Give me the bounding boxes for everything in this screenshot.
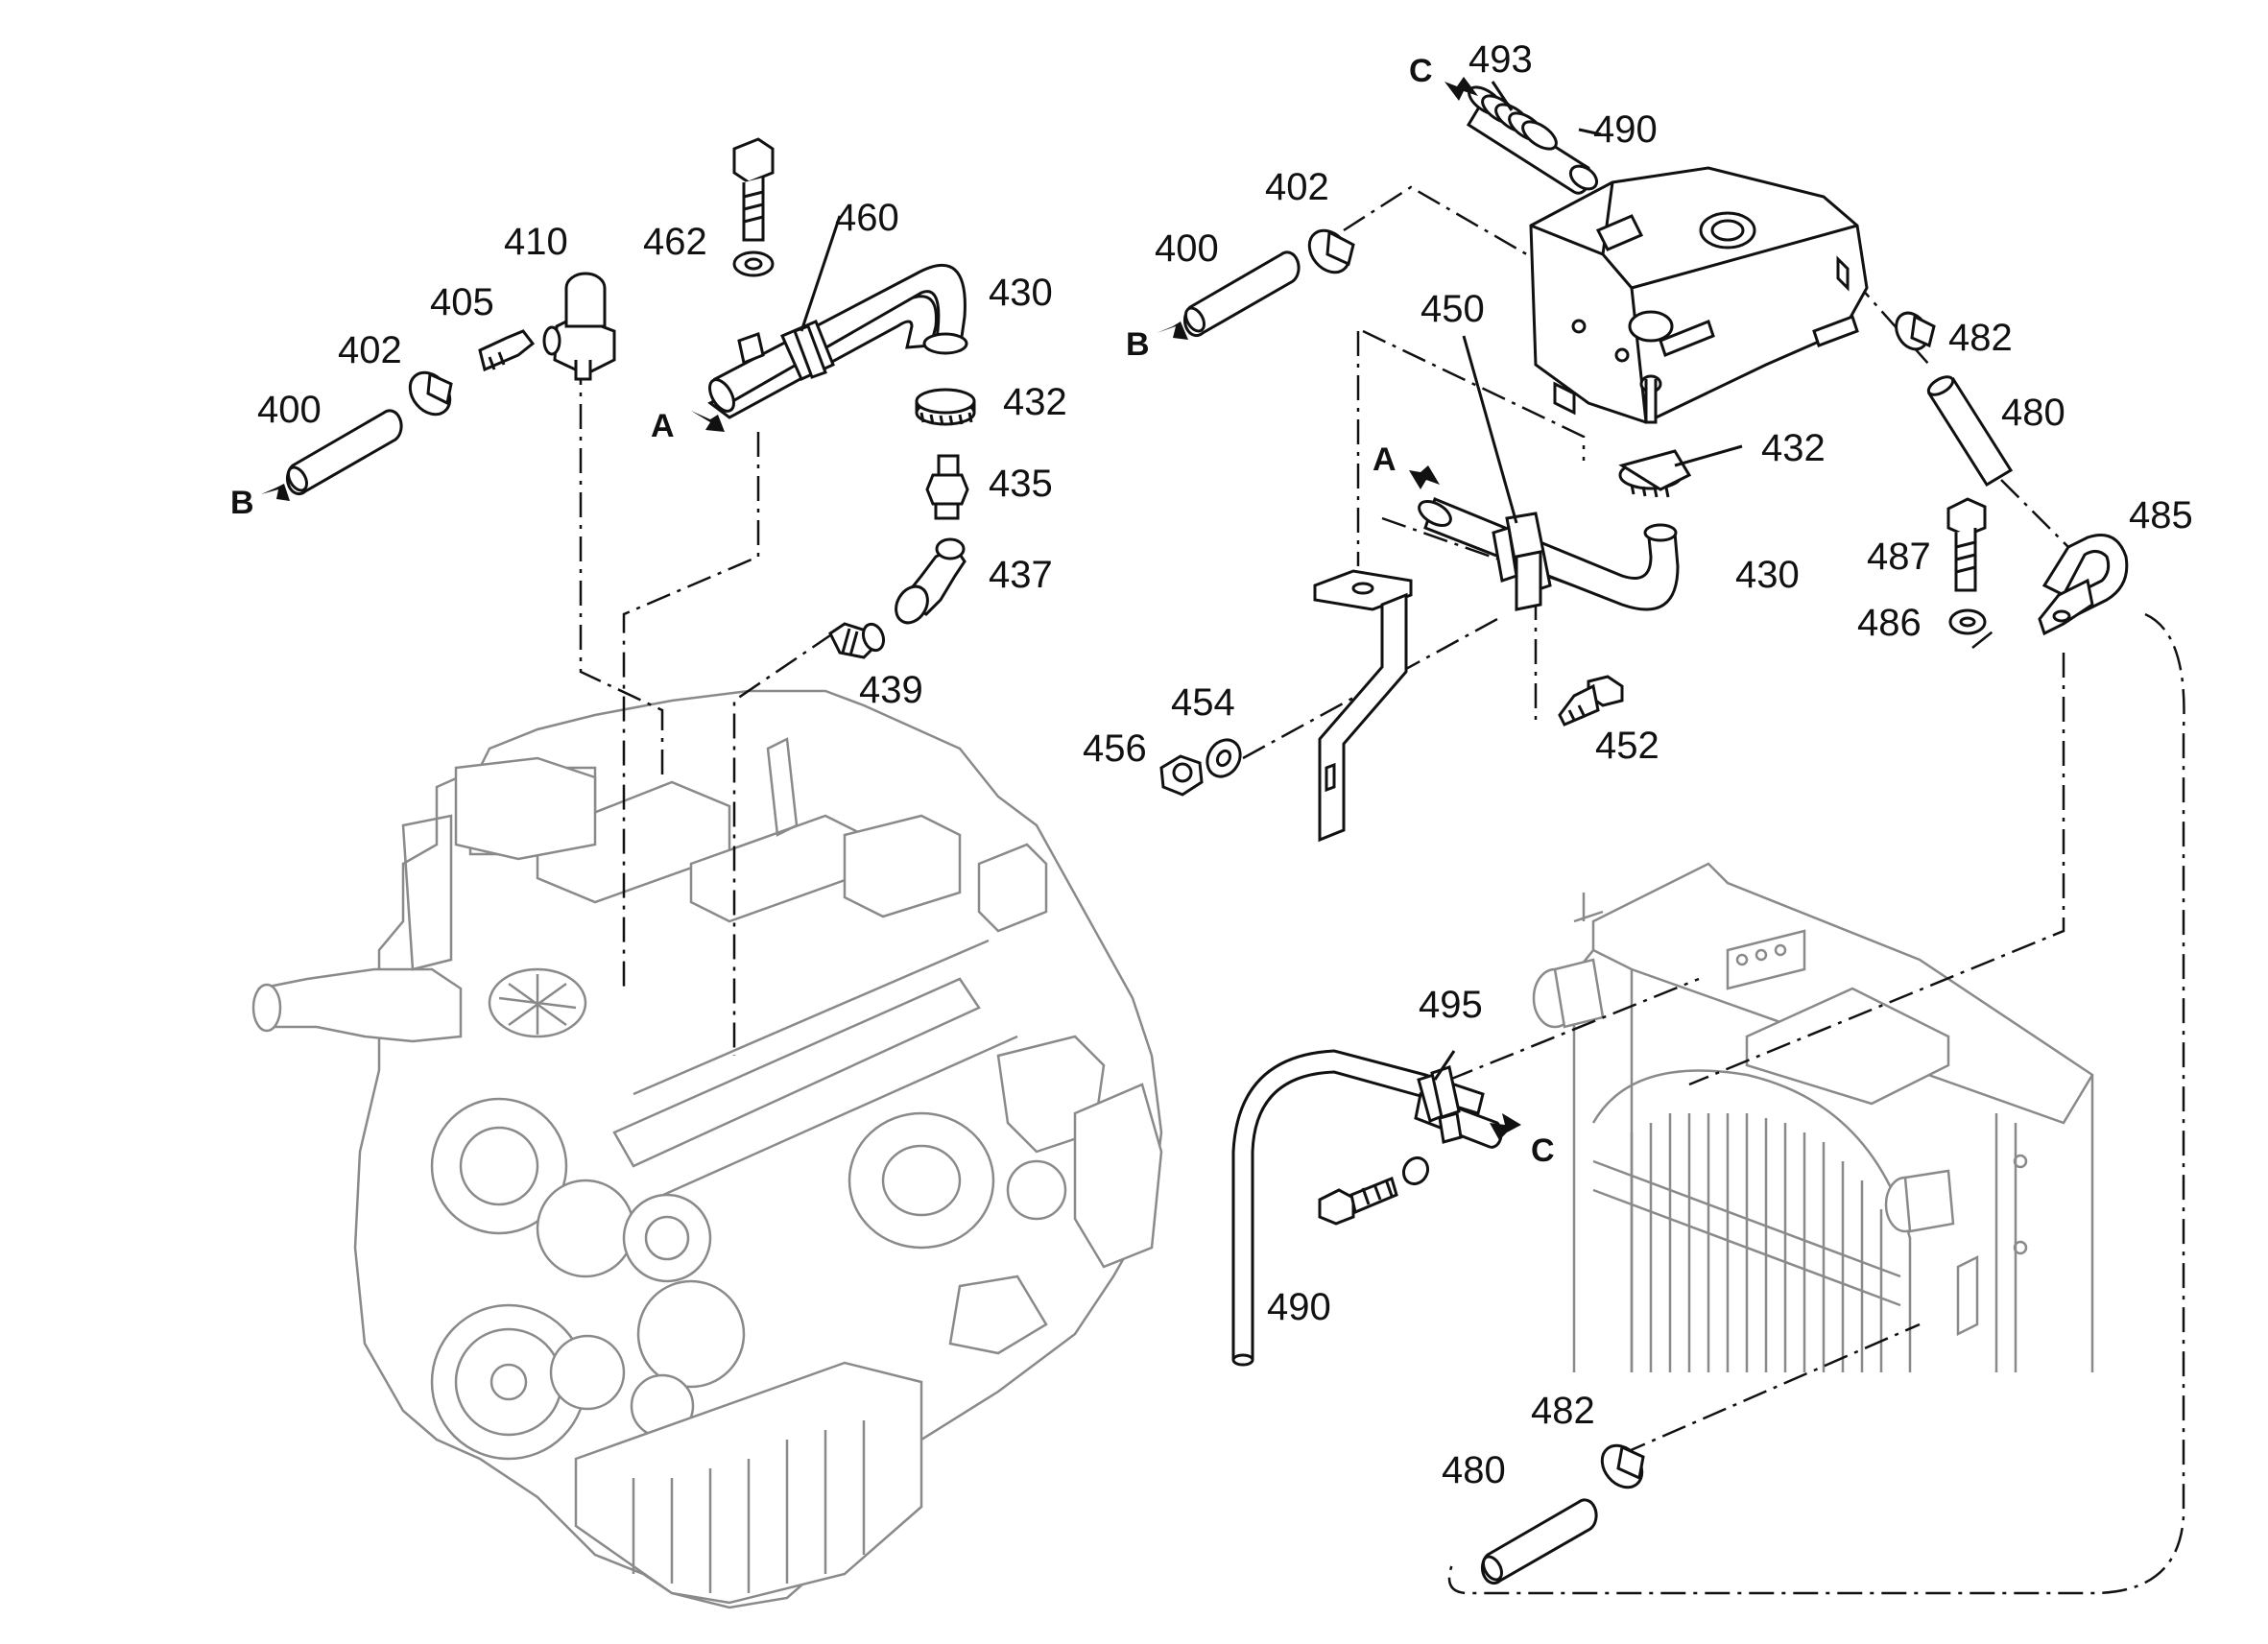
label-400-left: 400 xyxy=(257,389,322,431)
label-452: 452 xyxy=(1595,725,1659,767)
label-405: 405 xyxy=(430,281,494,323)
label-490-bottom: 490 xyxy=(1267,1286,1331,1328)
label-435: 435 xyxy=(989,463,1053,505)
label-460: 460 xyxy=(835,197,899,239)
left-parts xyxy=(285,137,976,659)
label-402-right: 402 xyxy=(1265,166,1329,208)
label-400-right: 400 xyxy=(1155,227,1219,270)
label-495: 495 xyxy=(1419,984,1483,1026)
label-402-left: 402 xyxy=(338,329,402,371)
svg-text:A: A xyxy=(651,408,675,444)
svg-text:C: C xyxy=(1409,53,1433,89)
label-432-right: 432 xyxy=(1761,427,1826,469)
flow-arrows: A B C B A C xyxy=(230,53,1555,1169)
label-487: 487 xyxy=(1867,536,1931,578)
arrow-c-bottom: C xyxy=(1490,1113,1555,1169)
callout-leaders xyxy=(800,81,1743,1081)
label-480-bottom: 480 xyxy=(1442,1449,1506,1491)
label-432-top: 432 xyxy=(1003,381,1067,423)
right-parts xyxy=(1159,85,2129,1585)
label-430-top: 430 xyxy=(989,272,1053,314)
label-439: 439 xyxy=(859,669,923,711)
engine-assembly xyxy=(251,689,1163,1609)
svg-text:B: B xyxy=(230,485,254,521)
arrow-c-top: C xyxy=(1409,53,1478,101)
label-493: 493 xyxy=(1468,38,1533,81)
label-485: 485 xyxy=(2129,494,2193,536)
leader-lines xyxy=(579,185,2185,1595)
label-410: 410 xyxy=(504,221,568,263)
label-430-right: 430 xyxy=(1735,554,1800,596)
svg-text:B: B xyxy=(1126,326,1150,363)
arrow-a-right: A xyxy=(1373,441,1440,489)
svg-text:A: A xyxy=(1373,441,1397,478)
svg-text:C: C xyxy=(1531,1132,1555,1169)
label-450: 450 xyxy=(1420,288,1485,330)
arrow-b-left: B xyxy=(230,484,290,521)
label-490-top: 490 xyxy=(1593,108,1658,151)
label-486: 486 xyxy=(1857,602,1922,644)
spring-sleeve xyxy=(1468,85,1558,151)
label-454: 454 xyxy=(1171,681,1235,724)
arrow-a-left: A xyxy=(651,408,725,444)
label-437: 437 xyxy=(989,554,1053,596)
label-456: 456 xyxy=(1083,727,1147,770)
label-480-top: 480 xyxy=(2001,392,2065,434)
label-462: 462 xyxy=(643,221,707,263)
radiator-assembly xyxy=(1532,862,2094,1372)
arrow-b-right: B xyxy=(1126,322,1188,363)
label-482-top: 482 xyxy=(1948,317,2013,359)
label-482-bottom: 482 xyxy=(1531,1390,1595,1432)
part-number-labels: 400 402 405 410 462 460 430 432 435 437 … xyxy=(257,38,2193,1491)
